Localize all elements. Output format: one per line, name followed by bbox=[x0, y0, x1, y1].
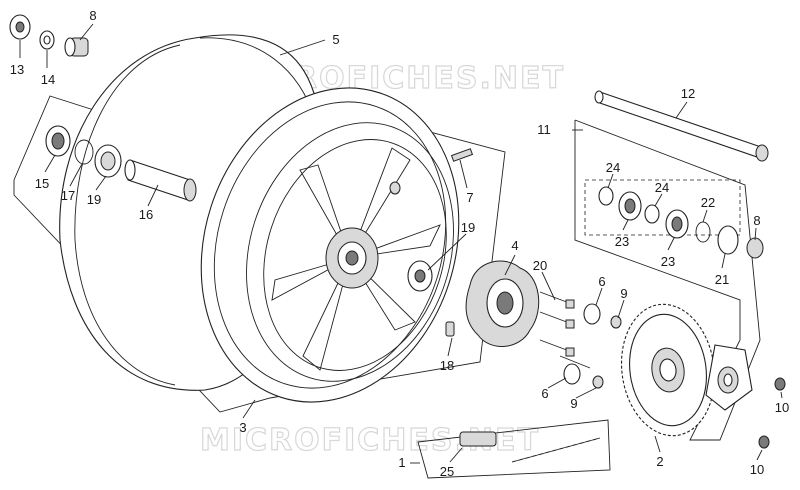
callout-4: 4 bbox=[511, 238, 518, 253]
caliper-bracket bbox=[705, 344, 786, 449]
drive-chain bbox=[459, 431, 601, 463]
callout-8-right: 8 bbox=[753, 213, 760, 228]
part-6-upper bbox=[583, 303, 601, 325]
left-bearing-stack bbox=[9, 14, 197, 202]
callout-18: 18 bbox=[440, 358, 454, 373]
callout-14: 14 bbox=[41, 72, 55, 87]
callout-3: 3 bbox=[239, 420, 246, 435]
callout-7: 7 bbox=[466, 190, 473, 205]
callout-6-upper: 6 bbox=[598, 274, 605, 289]
callout-labels: 13 14 8 5 15 17 19 16 7 19 3 4 18 20 6 9… bbox=[10, 8, 789, 479]
callout-9-upper: 9 bbox=[620, 286, 627, 301]
part-10-upper bbox=[774, 377, 786, 391]
callout-13: 13 bbox=[10, 62, 24, 77]
part-17 bbox=[74, 139, 94, 165]
callout-6-lower: 6 bbox=[541, 386, 548, 401]
part-18-pin bbox=[445, 321, 455, 337]
callout-2: 2 bbox=[656, 454, 663, 469]
leader-lines bbox=[19, 23, 783, 464]
callout-17: 17 bbox=[61, 188, 75, 203]
callout-24-right: 24 bbox=[655, 180, 669, 195]
callout-20: 20 bbox=[533, 258, 547, 273]
callout-25: 25 bbox=[440, 464, 454, 479]
callout-22: 22 bbox=[701, 195, 715, 210]
callout-11: 11 bbox=[537, 122, 551, 137]
callout-21: 21 bbox=[715, 272, 729, 287]
rear-sprocket bbox=[620, 303, 716, 437]
callout-19: 19 bbox=[87, 192, 101, 207]
callout-1: 1 bbox=[398, 455, 405, 470]
callout-8: 8 bbox=[89, 8, 96, 23]
part-10-lower bbox=[758, 435, 770, 449]
hub-group-outline bbox=[574, 119, 761, 441]
sprocket-carrier bbox=[445, 260, 540, 347]
chain-group-outline bbox=[417, 419, 611, 479]
callout-19-hub: 19 bbox=[461, 220, 475, 235]
part-6-lower bbox=[563, 363, 581, 385]
part-25-master-link bbox=[459, 431, 497, 447]
callout-23-left: 23 bbox=[615, 234, 629, 249]
right-bearing-stack bbox=[584, 179, 764, 259]
callout-12: 12 bbox=[681, 86, 695, 101]
callout-24-left: 24 bbox=[606, 160, 620, 175]
callout-10-upper: 10 bbox=[775, 400, 789, 415]
callout-9-lower: 9 bbox=[570, 396, 577, 411]
callout-10-lower: 10 bbox=[750, 462, 764, 477]
carrier-studs bbox=[539, 291, 622, 389]
wheel-rim bbox=[200, 87, 474, 403]
callout-23-right: 23 bbox=[661, 254, 675, 269]
wheel-axle bbox=[594, 90, 769, 162]
callout-16: 16 bbox=[139, 207, 153, 222]
callout-15: 15 bbox=[35, 176, 49, 191]
callout-5: 5 bbox=[332, 32, 339, 47]
